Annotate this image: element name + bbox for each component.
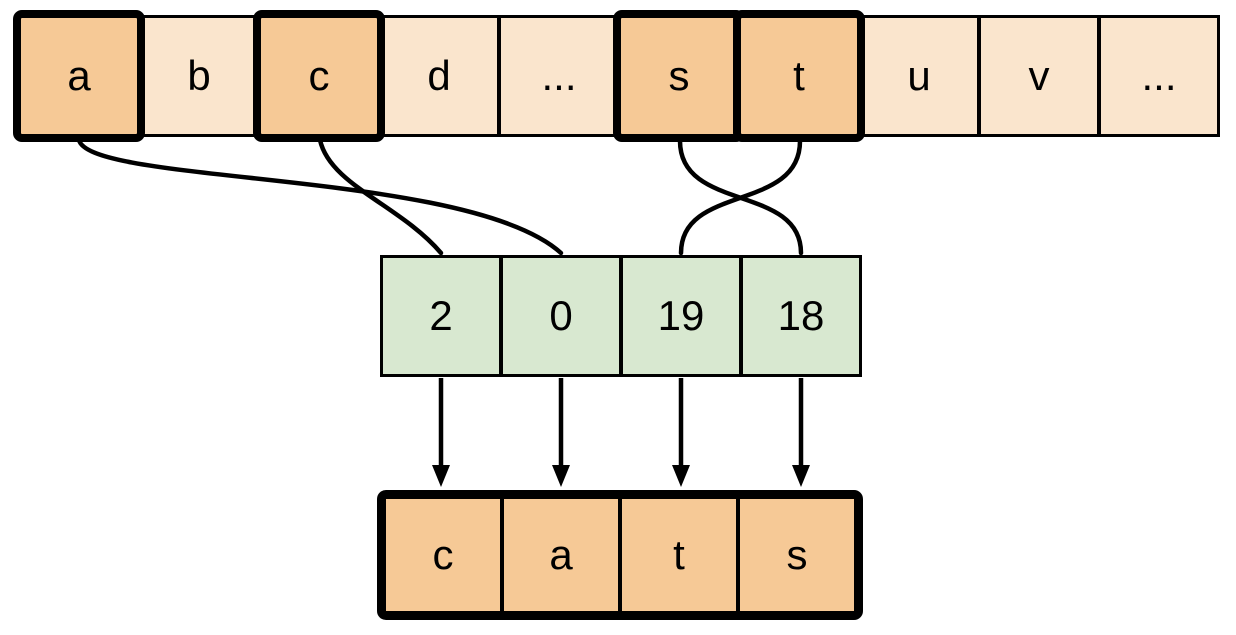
index-cell-label: 2 <box>429 292 453 339</box>
alphabet-cell-label: ... <box>541 52 577 99</box>
arrow-0-to-a-head <box>552 465 570 487</box>
alphabet-cell-v: v <box>978 15 1100 137</box>
alphabet-cell-label: ... <box>1141 52 1177 99</box>
alphabet-cell-d: d <box>378 15 500 137</box>
alphabet-cell-label: v <box>1028 52 1050 99</box>
word-cell-c: c <box>386 499 500 611</box>
alphabet-cell-label: c <box>308 52 330 99</box>
arrow-18-to-s-head <box>792 465 810 487</box>
alphabet-cell-label: s <box>668 52 690 99</box>
alphabet-cell-t: t <box>733 10 865 142</box>
curve-t-to-19 <box>678 138 803 256</box>
word-cell-label: c <box>432 531 454 578</box>
alphabet-cell-ellipsis-2: ... <box>1098 15 1220 137</box>
alphabet-cell-label: b <box>187 52 211 99</box>
word-cell-label: s <box>786 531 808 578</box>
index-cell-label: 18 <box>777 292 825 339</box>
arrow-2-to-c-head <box>432 465 450 487</box>
alphabet-cell-label: u <box>907 52 931 99</box>
alphabet-cell-b: b <box>138 15 260 137</box>
index-cell-2: 2 <box>380 255 502 377</box>
alphabet-cell-s: s <box>613 10 745 142</box>
word-row: c a t s <box>377 490 863 620</box>
arrow-19-to-t-head <box>672 465 690 487</box>
word-cell-t: t <box>618 499 736 611</box>
alphabet-cell-ellipsis-1: ... <box>498 15 620 137</box>
alphabet-cell-u: u <box>858 15 980 137</box>
curve-a-to-0 <box>76 137 564 256</box>
index-cell-0: 0 <box>500 255 622 377</box>
word-cell-a: a <box>500 499 618 611</box>
alphabet-cell-c: c <box>253 10 385 142</box>
word-cell-s: s <box>736 499 854 611</box>
curve-c-to-2 <box>317 137 444 256</box>
word-cell-label: t <box>673 531 685 578</box>
alphabet-cell-a: a <box>13 10 145 142</box>
alphabet-cell-label: d <box>427 52 451 99</box>
alphabet-cell-label: t <box>793 52 805 99</box>
index-cell-19: 19 <box>620 255 742 377</box>
curve-s-to-18 <box>677 138 804 256</box>
index-cell-label: 0 <box>549 292 573 339</box>
index-cell-18: 18 <box>740 255 862 377</box>
word-cell-label: a <box>549 531 573 578</box>
alphabet-cell-label: a <box>67 52 91 99</box>
index-cell-label: 19 <box>657 292 705 339</box>
